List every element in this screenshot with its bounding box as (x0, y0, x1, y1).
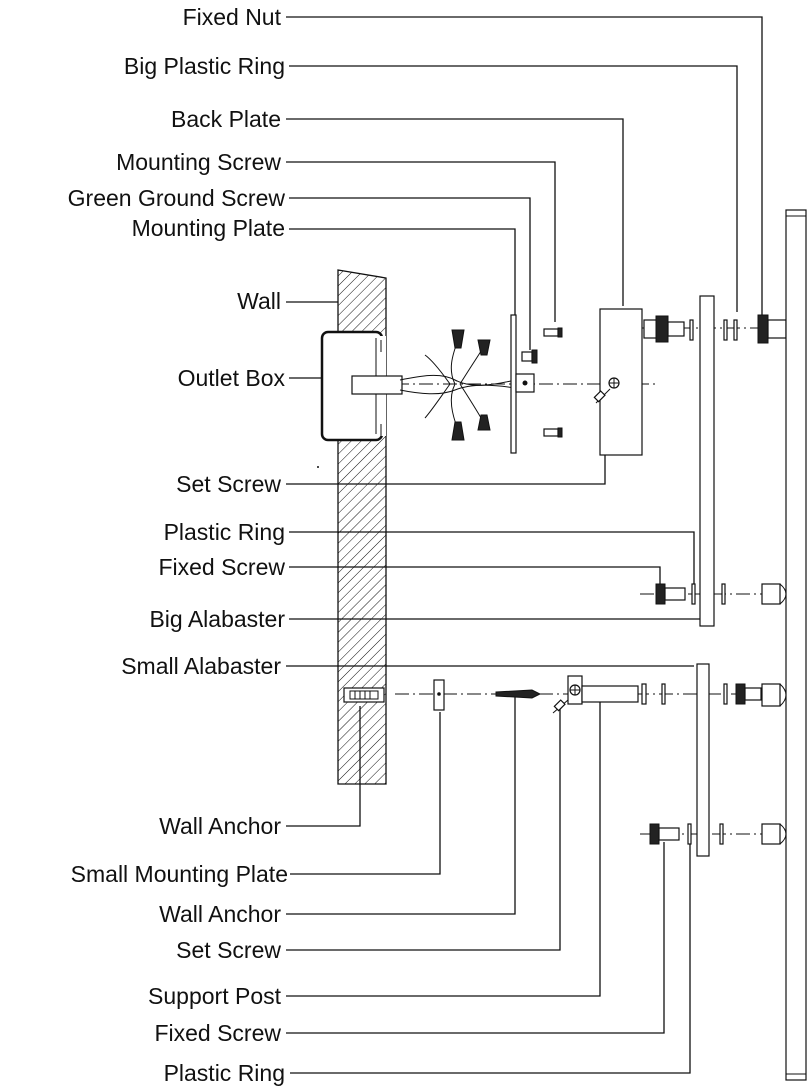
plastic-ring-lower (687, 823, 692, 845)
leader-green-ground-screw (289, 197, 531, 350)
label-fixed-nut: Fixed Nut (183, 4, 282, 30)
front-panel (785, 209, 807, 1081)
wire-nut-right-top (477, 339, 491, 356)
label-mounting-plate: Mounting Plate (132, 215, 285, 241)
leader-back-plate (286, 118, 624, 306)
front-panel-body (785, 209, 807, 1081)
mounting-screw-bottom (543, 428, 559, 437)
leader-support-post (286, 700, 601, 997)
labels: Fixed Nut Big Plastic Ring Back Plate Mo… (68, 4, 288, 1086)
label-wall-anchor-left: Wall Anchor (159, 813, 281, 839)
finial-middle (761, 583, 781, 605)
top-hardware (643, 295, 791, 627)
label-big-plastic-ring: Big Plastic Ring (124, 53, 285, 79)
leader-fixed-screw-upper (289, 566, 661, 587)
leader-wall-anchor-right (286, 695, 516, 915)
label-set-screw-upper: Set Screw (176, 471, 281, 497)
leader-mounting-plate (289, 228, 516, 315)
axis-lines (395, 327, 780, 835)
label-big-alabaster: Big Alabaster (149, 606, 285, 632)
label-mounting-screw: Mounting Screw (116, 149, 281, 175)
leader-set-screw-lower (286, 708, 561, 951)
leader-plastic-ring-upper (289, 531, 695, 595)
leader-mounting-screw (286, 161, 556, 322)
mounting-plate (510, 314, 517, 454)
leader-fixed-nut (286, 16, 763, 315)
label-wall: Wall (237, 288, 281, 314)
finial-bottom (761, 823, 781, 845)
label-small-alabaster: Small Alabaster (121, 653, 281, 679)
label-outlet-box: Outlet Box (178, 365, 286, 391)
plastic-ring-upper (691, 583, 696, 605)
wires (351, 329, 516, 441)
label-plastic-ring-lower: Plastic Ring (164, 1060, 285, 1086)
label-set-screw-lower: Set Screw (176, 937, 281, 963)
small-alabaster (696, 663, 710, 857)
wall-anchor-right (495, 689, 542, 699)
leader-fixed-screw-lower (286, 842, 665, 1034)
label-back-plate: Back Plate (171, 106, 281, 132)
mounting-plate-group (510, 314, 563, 454)
label-support-post: Support Post (148, 983, 282, 1009)
green-ground-screw (521, 351, 533, 362)
fixed-screw-lower (649, 823, 660, 845)
wire-nut-right-bottom (477, 414, 491, 431)
big-plastic-ring (733, 319, 738, 341)
finial-lower (761, 683, 781, 707)
label-small-mounting-plate: Small Mounting Plate (71, 861, 288, 887)
back-plate-group (593, 308, 643, 456)
back-plate (599, 308, 643, 456)
fixed-nut (757, 314, 769, 344)
mounting-screw-top (543, 328, 559, 337)
support-post (581, 685, 639, 703)
fixed-nut-upper (655, 315, 669, 343)
label-green-ground-screw: Green Ground Screw (68, 185, 286, 211)
big-alabaster (699, 295, 715, 627)
wall (317, 269, 387, 785)
leader-small-mounting-plate (290, 712, 441, 875)
fixed-screw-upper (655, 583, 666, 605)
label-wall-anchor-right: Wall Anchor (159, 901, 281, 927)
leader-plastic-ring-lower (290, 842, 691, 1074)
label-plastic-ring-upper: Plastic Ring (164, 519, 285, 545)
lower-assembly (433, 663, 787, 857)
wire-nut-top (451, 329, 465, 349)
label-fixed-screw-lower: Fixed Screw (154, 1020, 281, 1046)
bottom-hardware (649, 823, 787, 845)
wire-nut-bottom (451, 421, 465, 441)
label-fixed-screw-upper: Fixed Screw (158, 554, 285, 580)
leader-big-plastic-ring (289, 65, 738, 312)
